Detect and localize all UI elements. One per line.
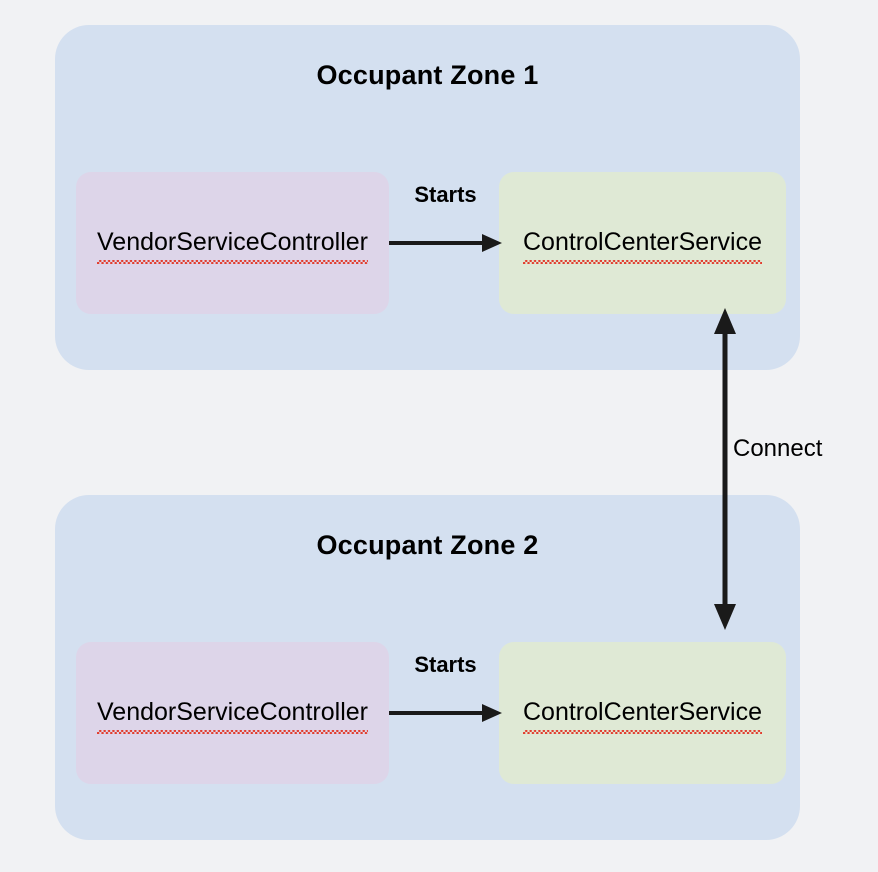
zone-1-starts-edge-label: Starts (414, 182, 477, 207)
zone-2-vendor-service-controller-label: VendorServiceController (97, 697, 368, 734)
zone-2-title: Occupant Zone 2 (316, 530, 539, 560)
zone-1-control-center-service-label: ControlCenterService (523, 227, 762, 264)
zone-2-vendor-service-controller-node[interactable]: VendorServiceController (76, 642, 389, 784)
zone-1-vendor-service-controller-label: VendorServiceController (97, 227, 368, 264)
zone-2-starts-arrow-icon (389, 704, 502, 722)
zone-1-starts-arrow-icon (389, 234, 502, 252)
zone-1-vendor-service-controller-node[interactable]: VendorServiceController (76, 172, 389, 314)
connect-bidirectional-arrow-icon (714, 308, 736, 630)
zone-2-control-center-service-node[interactable]: ControlCenterService (499, 642, 786, 784)
occupant-zone-1-container: Occupant Zone 1 VendorServiceController … (55, 25, 800, 370)
occupant-zone-2-container: Occupant Zone 2 VendorServiceController … (55, 495, 800, 840)
zone-1-control-center-service-node[interactable]: ControlCenterService (499, 172, 786, 314)
zone-2-starts-edge-label: Starts (414, 652, 477, 677)
zone-2-control-center-service-label: ControlCenterService (523, 697, 762, 734)
zone-1-title: Occupant Zone 1 (316, 60, 539, 90)
connect-edge-label: Connect (733, 435, 823, 462)
